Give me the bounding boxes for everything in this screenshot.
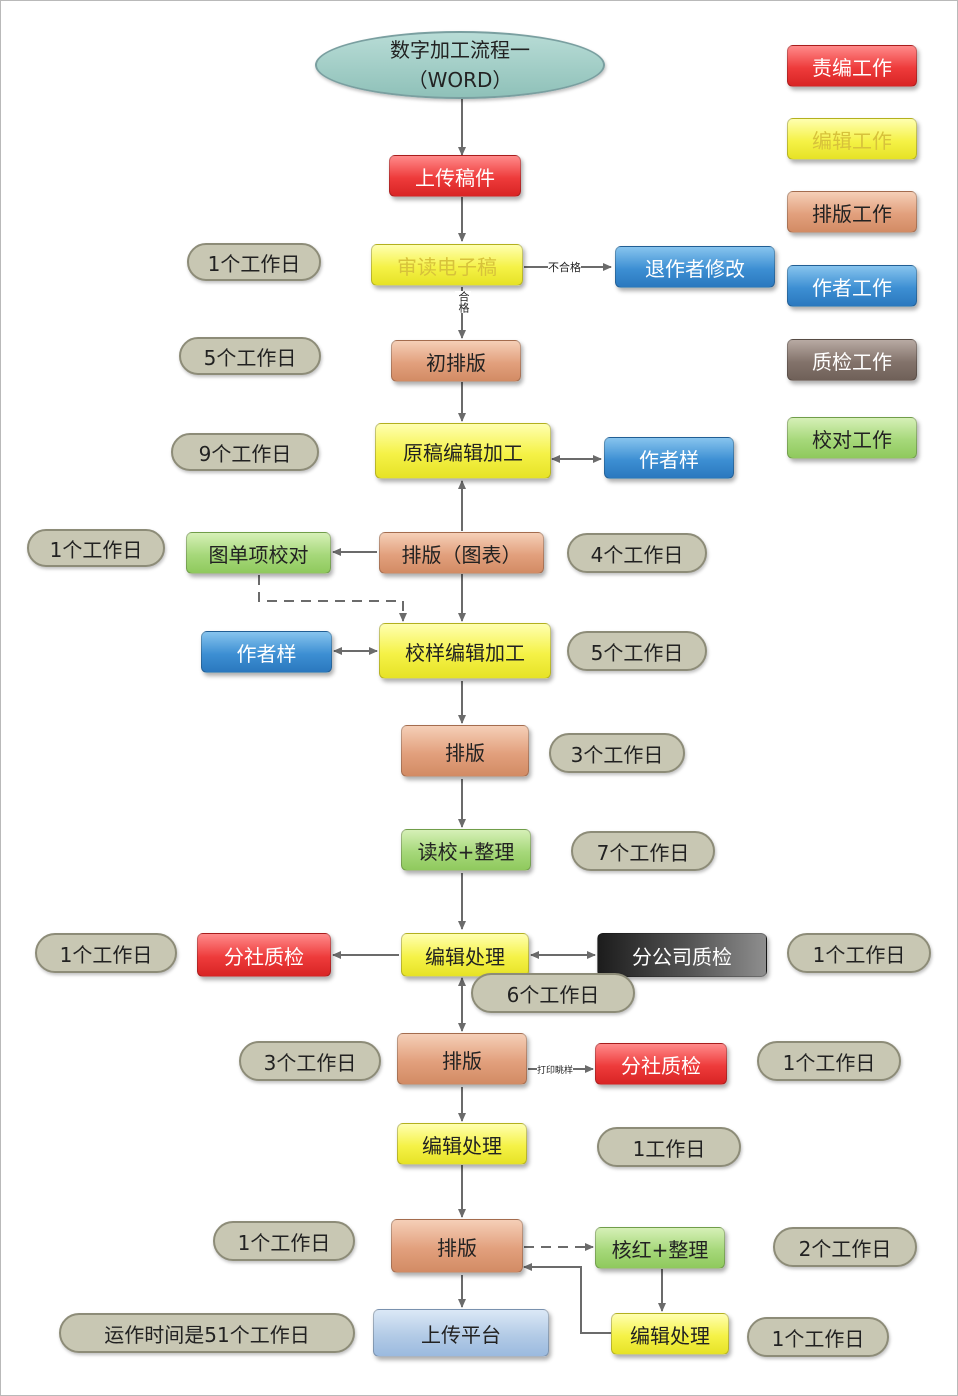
- step-proof-edit: 校样编辑加工: [379, 623, 551, 679]
- step-author-proof-1: 作者样: [604, 437, 734, 479]
- start-subtitle: （WORD）: [407, 68, 513, 92]
- legend-quality-check: 质检工作: [787, 339, 917, 381]
- step-typeset-3: 排版: [397, 1033, 527, 1085]
- step-edit-process-3: 编辑处理: [611, 1313, 729, 1355]
- duration-typeset-figures: 4个工作日: [567, 533, 707, 573]
- legend-editing: 编辑工作: [787, 118, 917, 160]
- step-upload-manuscript: 上传稿件: [389, 155, 521, 197]
- duration-proof-edit: 5个工作日: [567, 631, 707, 671]
- step-manuscript-edit: 原稿编辑加工: [375, 423, 551, 479]
- edge-label-print-proof: 打印眺样: [537, 1063, 574, 1076]
- duration-company-qc: 1个工作日: [787, 933, 931, 973]
- step-author-proof-2: 作者样: [201, 631, 332, 673]
- step-branch-qc-1: 分社质检: [197, 933, 331, 977]
- step-read-proof: 读校+整理: [401, 829, 531, 871]
- duration-total: 运作时间是51个工作日: [59, 1313, 355, 1353]
- duration-branch-qc-1: 1个工作日: [35, 933, 177, 973]
- duration-manuscript-edit: 9个工作日: [171, 433, 319, 471]
- step-check-red: 核红+整理: [595, 1227, 725, 1269]
- duration-typeset-3: 3个工作日: [239, 1041, 381, 1081]
- step-typeset-2: 排版: [401, 725, 529, 777]
- step-typeset-4: 排版: [391, 1219, 523, 1273]
- step-return-author: 退作者修改: [615, 246, 775, 288]
- duration-branch-qc-2: 1个工作日: [757, 1041, 901, 1081]
- step-company-qc: 分公司质检: [597, 933, 767, 977]
- step-edit-process-1: 编辑处理: [401, 933, 529, 977]
- step-branch-qc-2: 分社质检: [595, 1043, 727, 1085]
- step-edit-process-2: 编辑处理: [397, 1123, 527, 1165]
- duration-figure-proofread: 1个工作日: [27, 529, 165, 567]
- start-title: 数字加工流程一: [390, 38, 530, 62]
- legend-proofreading: 校对工作: [787, 417, 917, 459]
- step-first-typeset: 初排版: [391, 340, 521, 382]
- legend-typesetting: 排版工作: [787, 191, 917, 233]
- duration-typeset-2: 3个工作日: [549, 733, 685, 773]
- edge-label-fail: 不合格: [548, 259, 581, 275]
- edge-label-pass: 合格: [455, 291, 471, 313]
- duration-review: 1个工作日: [187, 243, 321, 281]
- duration-edit-process-3: 1个工作日: [747, 1317, 889, 1357]
- legend-author: 作者工作: [787, 265, 917, 307]
- duration-read-proof: 7个工作日: [571, 831, 715, 871]
- duration-first-typeset: 5个工作日: [179, 337, 321, 375]
- step-review-electronic: 审读电子稿: [371, 244, 523, 286]
- step-figure-proofread: 图单项校对: [186, 532, 331, 574]
- step-typeset-figures: 排版（图表）: [379, 532, 544, 574]
- step-upload-platform: 上传平台: [373, 1309, 549, 1357]
- duration-check-red: 2个工作日: [773, 1227, 917, 1267]
- legend-editor-in-charge: 责编工作: [787, 45, 917, 87]
- edge-editprocess3-typeset4: [523, 1263, 611, 1334]
- duration-edit-process-2: 1工作日: [597, 1127, 741, 1167]
- duration-edit-process-1: 6个工作日: [471, 973, 635, 1013]
- duration-typeset-4: 1个工作日: [213, 1221, 355, 1261]
- start-node: 数字加工流程一 （WORD）: [315, 31, 605, 99]
- edge-figureproof-proofedit: [258, 575, 407, 622]
